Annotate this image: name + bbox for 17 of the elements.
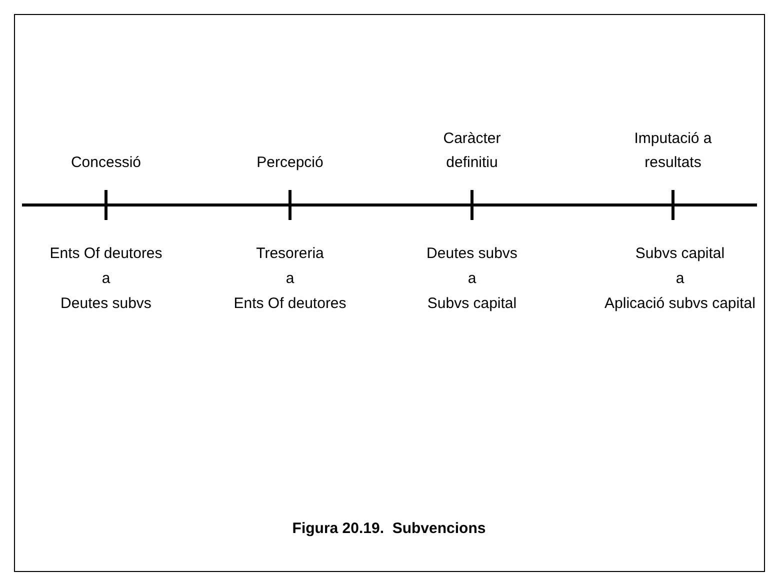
entry-label: Subvs capital: [635, 244, 725, 264]
milestone-label: Caràcter definitiu: [442, 129, 502, 173]
entry-label: Ents Of deutores: [234, 294, 346, 314]
entry-label: Ents Of deutores: [50, 244, 162, 264]
figure-caption: Figura 20.19. Subvencions: [292, 519, 486, 539]
entry-label: Subvs capital: [427, 294, 517, 314]
entry-label: Aplicació subvs capital: [604, 294, 756, 314]
entry-label: a: [286, 269, 294, 289]
entry-label: a: [102, 269, 110, 289]
entry-label: Deutes subvs: [426, 244, 518, 264]
entry-label: Deutes subvs: [60, 294, 152, 314]
milestone-label: Imputació a resultats: [633, 129, 713, 173]
entry-label: a: [676, 269, 684, 289]
entry-label: Tresoreria: [256, 244, 324, 264]
entry-label: a: [468, 269, 476, 289]
milestone-label: Concessió: [70, 153, 142, 173]
milestone-label: Percepció: [256, 153, 324, 173]
